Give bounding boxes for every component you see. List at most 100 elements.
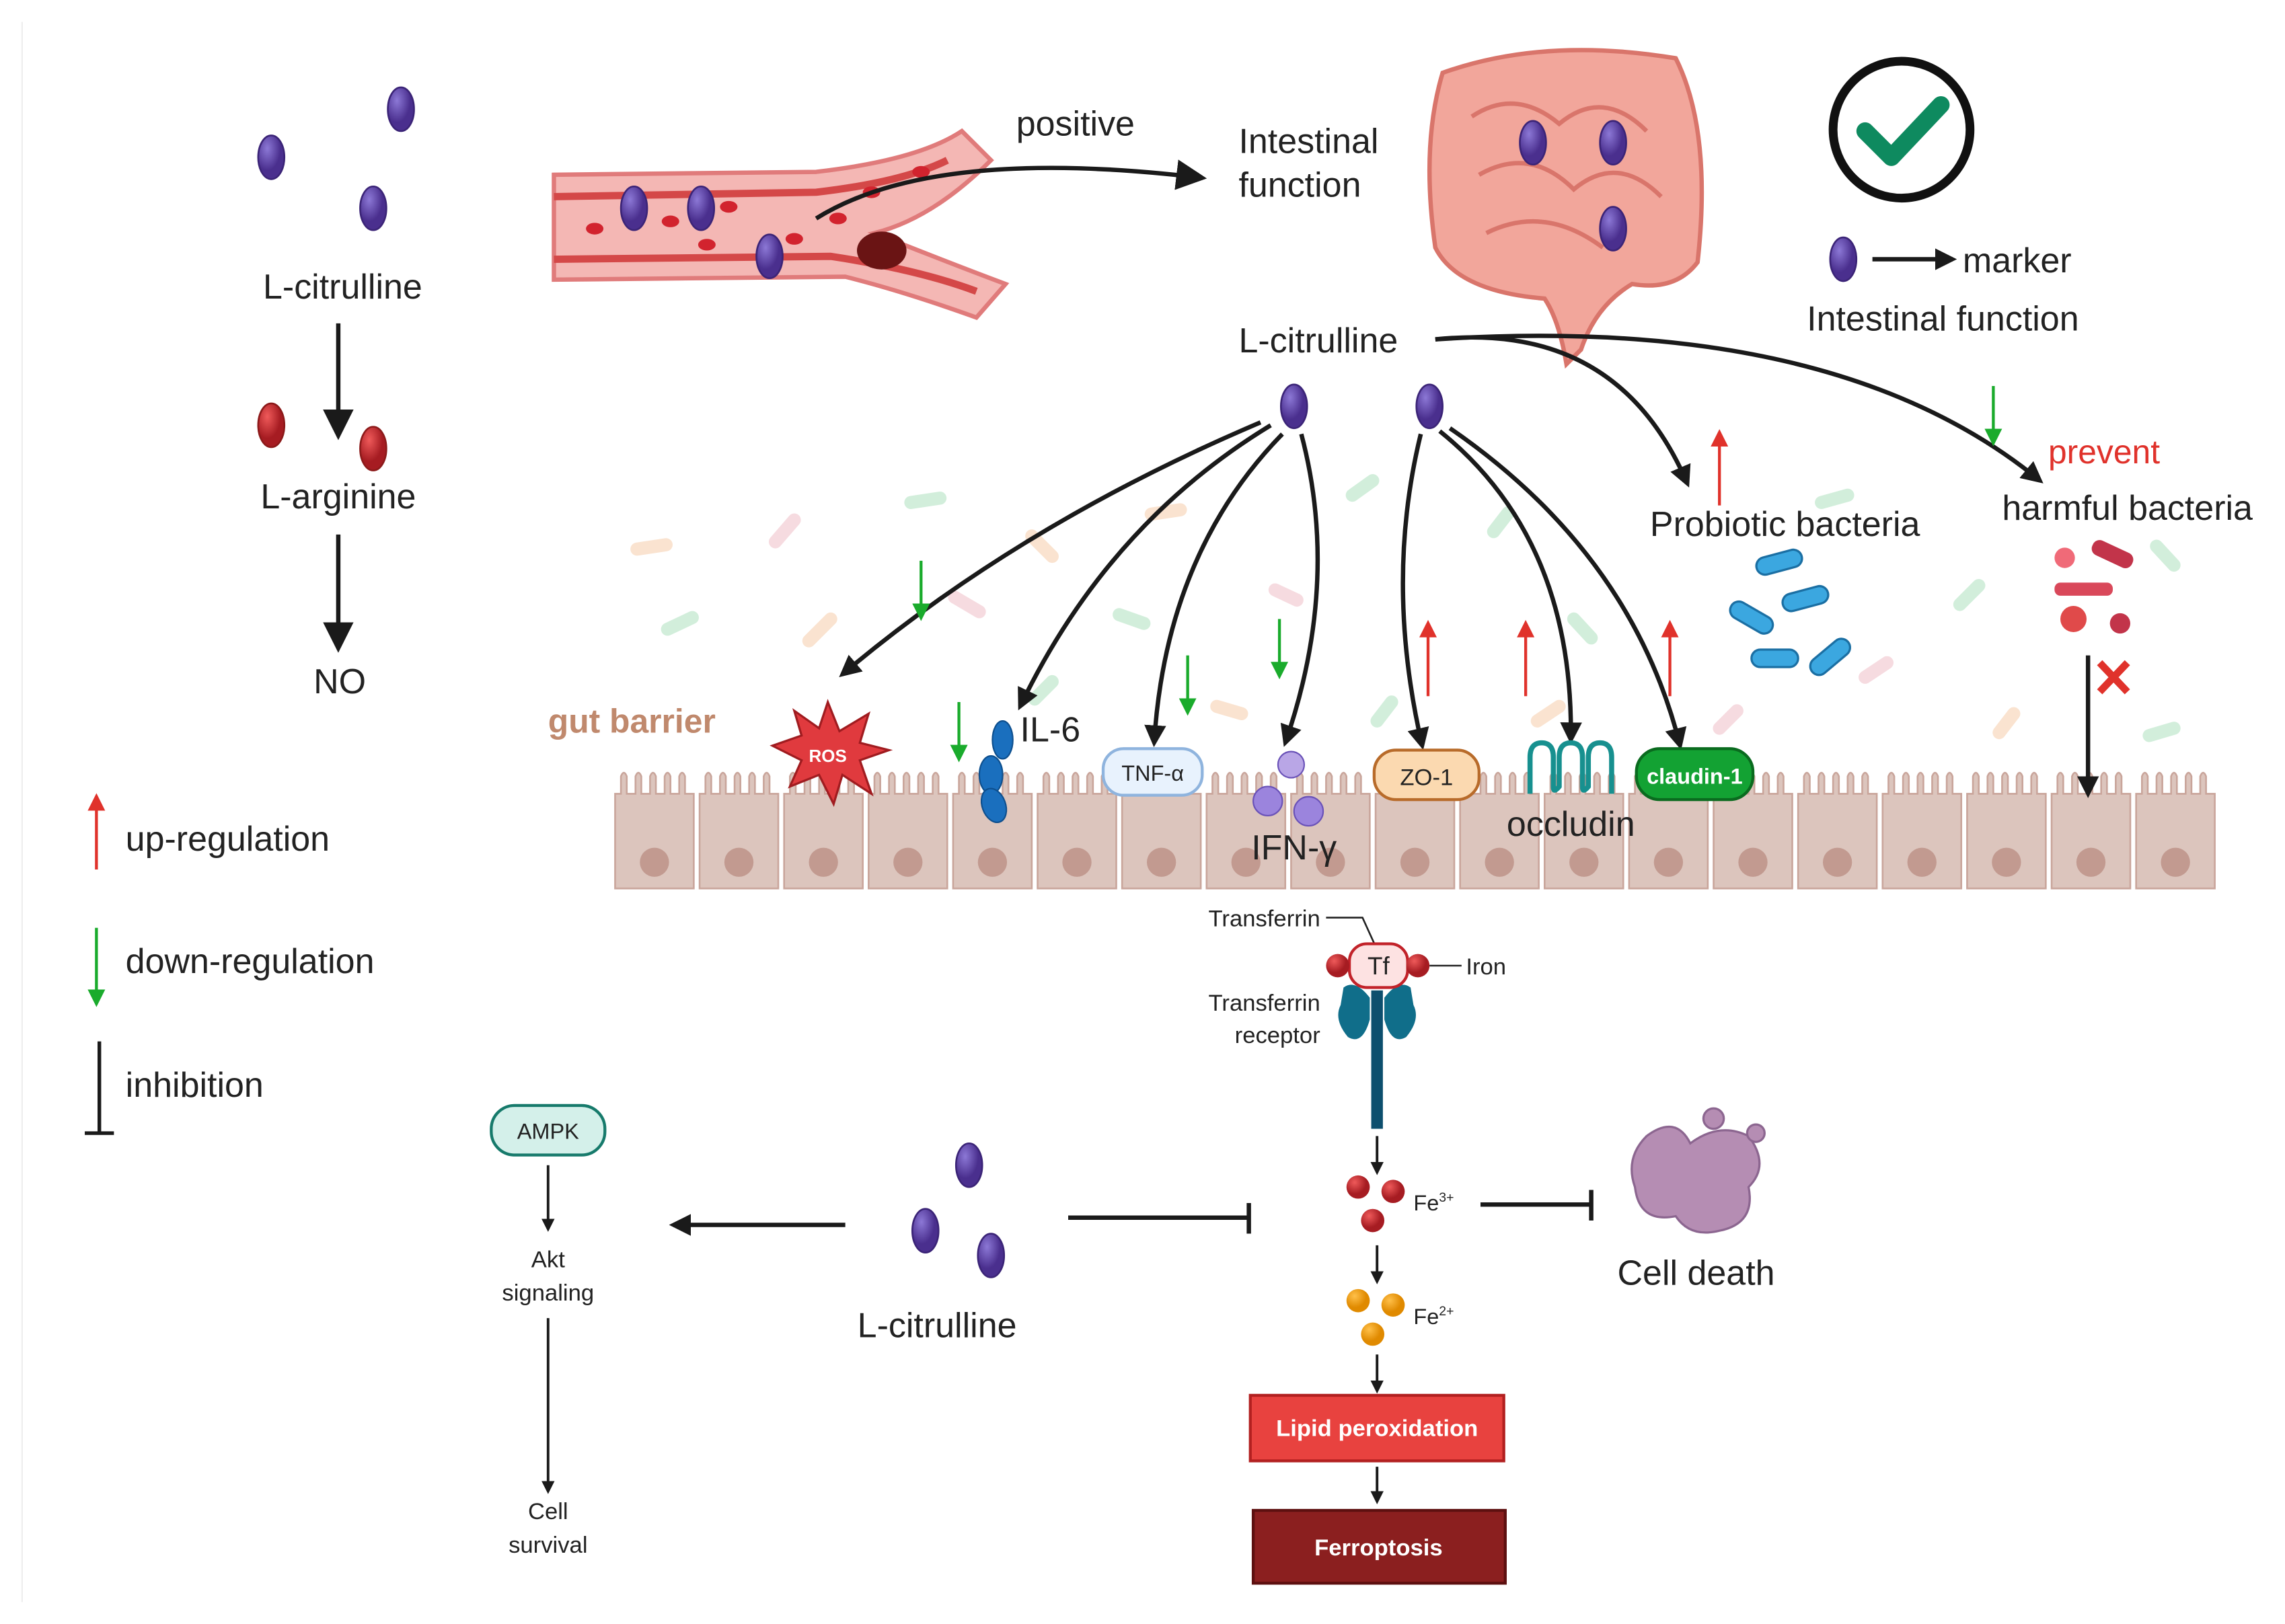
iron-label: Iron	[1466, 954, 1506, 980]
transferrin-label: Transferrin	[1209, 906, 1320, 932]
arginine-label: L-arginine	[260, 477, 416, 516]
probiotic-bacteria-icon	[1729, 548, 1852, 676]
epithelial-cell	[614, 771, 695, 890]
legend-inhibition: inhibition	[126, 1066, 264, 1105]
fe3-label: Fe3+	[1413, 1190, 1454, 1215]
prevent-label: prevent	[2048, 433, 2160, 471]
claudin1-label: claudin-1	[1647, 764, 1743, 788]
citrulline-molecule	[977, 1233, 1006, 1278]
leader-line	[1326, 917, 1378, 950]
inhibition-line	[1480, 1190, 1594, 1221]
lipid-peroxidation-label: Lipid peroxidation	[1276, 1416, 1478, 1442]
cell-survival-label: survival	[509, 1533, 587, 1558]
arginine-molecule	[257, 402, 286, 449]
ampk-label: AMPK	[517, 1120, 579, 1144]
no-label: NO	[313, 662, 366, 701]
background-bacteria	[630, 474, 2181, 742]
citrulline-molecule	[687, 185, 716, 231]
citrulline-molecule	[954, 1142, 983, 1188]
positive-label: positive	[1016, 104, 1135, 143]
inhibition-line	[1068, 1203, 1251, 1234]
harmful-label: harmful bacteria	[2002, 489, 2253, 528]
epithelial-cell	[1797, 771, 1878, 890]
ferroptosis-box	[1251, 1508, 1507, 1585]
cell-death-label: Cell death	[1618, 1253, 1775, 1292]
citrulline-molecule	[1599, 206, 1627, 252]
fe2-label: Fe2+	[1413, 1304, 1454, 1329]
ferroptosis-label: Ferroptosis	[1314, 1535, 1443, 1561]
citrulline-molecule	[911, 1208, 940, 1253]
citrulline-molecule	[755, 233, 784, 279]
citrulline-label: L-citrulline	[263, 268, 422, 307]
epithelial-cell	[783, 771, 864, 890]
arginine-molecule	[359, 426, 387, 471]
receptor-label: Transferrin	[1209, 991, 1320, 1016]
fe2-icon	[1346, 1288, 1405, 1346]
transferrin-receptor-icon	[1338, 984, 1416, 1129]
positive-arrow	[815, 159, 1207, 221]
epithelial-cell	[2050, 771, 2132, 890]
citrulline-molecule	[387, 86, 415, 132]
cell-survival-label: Cell	[528, 1499, 568, 1524]
citrulline-molecule	[1519, 120, 1547, 166]
zo1-label: ZO-1	[1400, 765, 1453, 790]
citrulline-molecule	[359, 185, 387, 231]
epithelial-cell	[1459, 771, 1540, 890]
probiotic-label: Probiotic bacteria	[1650, 505, 1920, 544]
tnf-alpha-label: TNF-α	[1121, 761, 1184, 785]
epithelial-cell	[2135, 771, 2216, 890]
fe3-icon	[1346, 1175, 1405, 1233]
ifn-gamma-label: IFN-γ	[1251, 828, 1337, 867]
harmful-bacteria-icon	[2054, 540, 2134, 634]
citrulline-molecule	[1599, 120, 1627, 166]
svg-text:ROS: ROS	[809, 746, 847, 766]
inhibition-icon	[85, 1041, 114, 1135]
occludin-icon	[1527, 740, 1614, 794]
epithelial-cell	[868, 771, 948, 890]
epithelial-cell	[1966, 771, 2047, 890]
citrulline-molecule	[1829, 236, 1858, 282]
ifn-gamma-icon	[1252, 750, 1324, 827]
il6-icon	[978, 720, 1014, 823]
lipid-peroxidation-box	[1248, 1393, 1505, 1463]
intestinal-function-label: Intestinal	[1238, 122, 1378, 161]
epithelial-cell	[1037, 771, 1117, 890]
marker-caption: Intestinal function	[1807, 300, 2078, 339]
dead-cell-icon	[1631, 1107, 1766, 1234]
legend-up: up-regulation	[126, 820, 330, 859]
intestine-illustration	[1427, 48, 1705, 369]
gut-barrier-label: gut barrier	[548, 702, 716, 740]
intestinal-function-label: function	[1238, 165, 1361, 204]
akt-label: Akt	[531, 1247, 565, 1272]
left-pathway: L-citrulline L-arginine NO	[257, 86, 422, 701]
claudin1-pill	[1635, 747, 1755, 802]
citrulline-molecule	[620, 185, 648, 231]
citrulline-label: L-citrulline	[1238, 321, 1398, 360]
occludin-label: occludin	[1507, 805, 1635, 844]
citrulline-molecule	[1279, 383, 1308, 430]
receptor-label: receptor	[1235, 1023, 1320, 1048]
blood-vessel	[552, 128, 1010, 320]
legend: up-regulation down-regulation inhibition	[85, 793, 375, 1135]
akt-label: signaling	[502, 1280, 594, 1306]
citrulline-molecule	[1415, 383, 1444, 430]
citrulline-label: L-citrulline	[858, 1306, 1017, 1345]
zo1-pill	[1372, 748, 1481, 802]
effect-arrows	[839, 334, 2044, 750]
iron-icon	[1326, 954, 1350, 978]
epithelial-cells	[614, 771, 2216, 890]
ros-icon: ROS	[770, 699, 893, 807]
regulation-arrows	[912, 385, 2002, 763]
check-circle-icon	[1828, 56, 1975, 203]
ampk-pill	[490, 1104, 607, 1157]
epithelial-cell	[698, 771, 780, 890]
il6-label: IL-6	[1020, 710, 1081, 749]
tf-label: Tf	[1368, 952, 1390, 980]
citrulline-molecule	[257, 134, 286, 180]
iron-icon	[1406, 954, 1430, 978]
epithelial-cell	[1881, 771, 1963, 890]
block-x-icon	[2097, 660, 2130, 695]
legend-down: down-regulation	[126, 942, 375, 981]
tnf-alpha-pill	[1101, 747, 1204, 797]
